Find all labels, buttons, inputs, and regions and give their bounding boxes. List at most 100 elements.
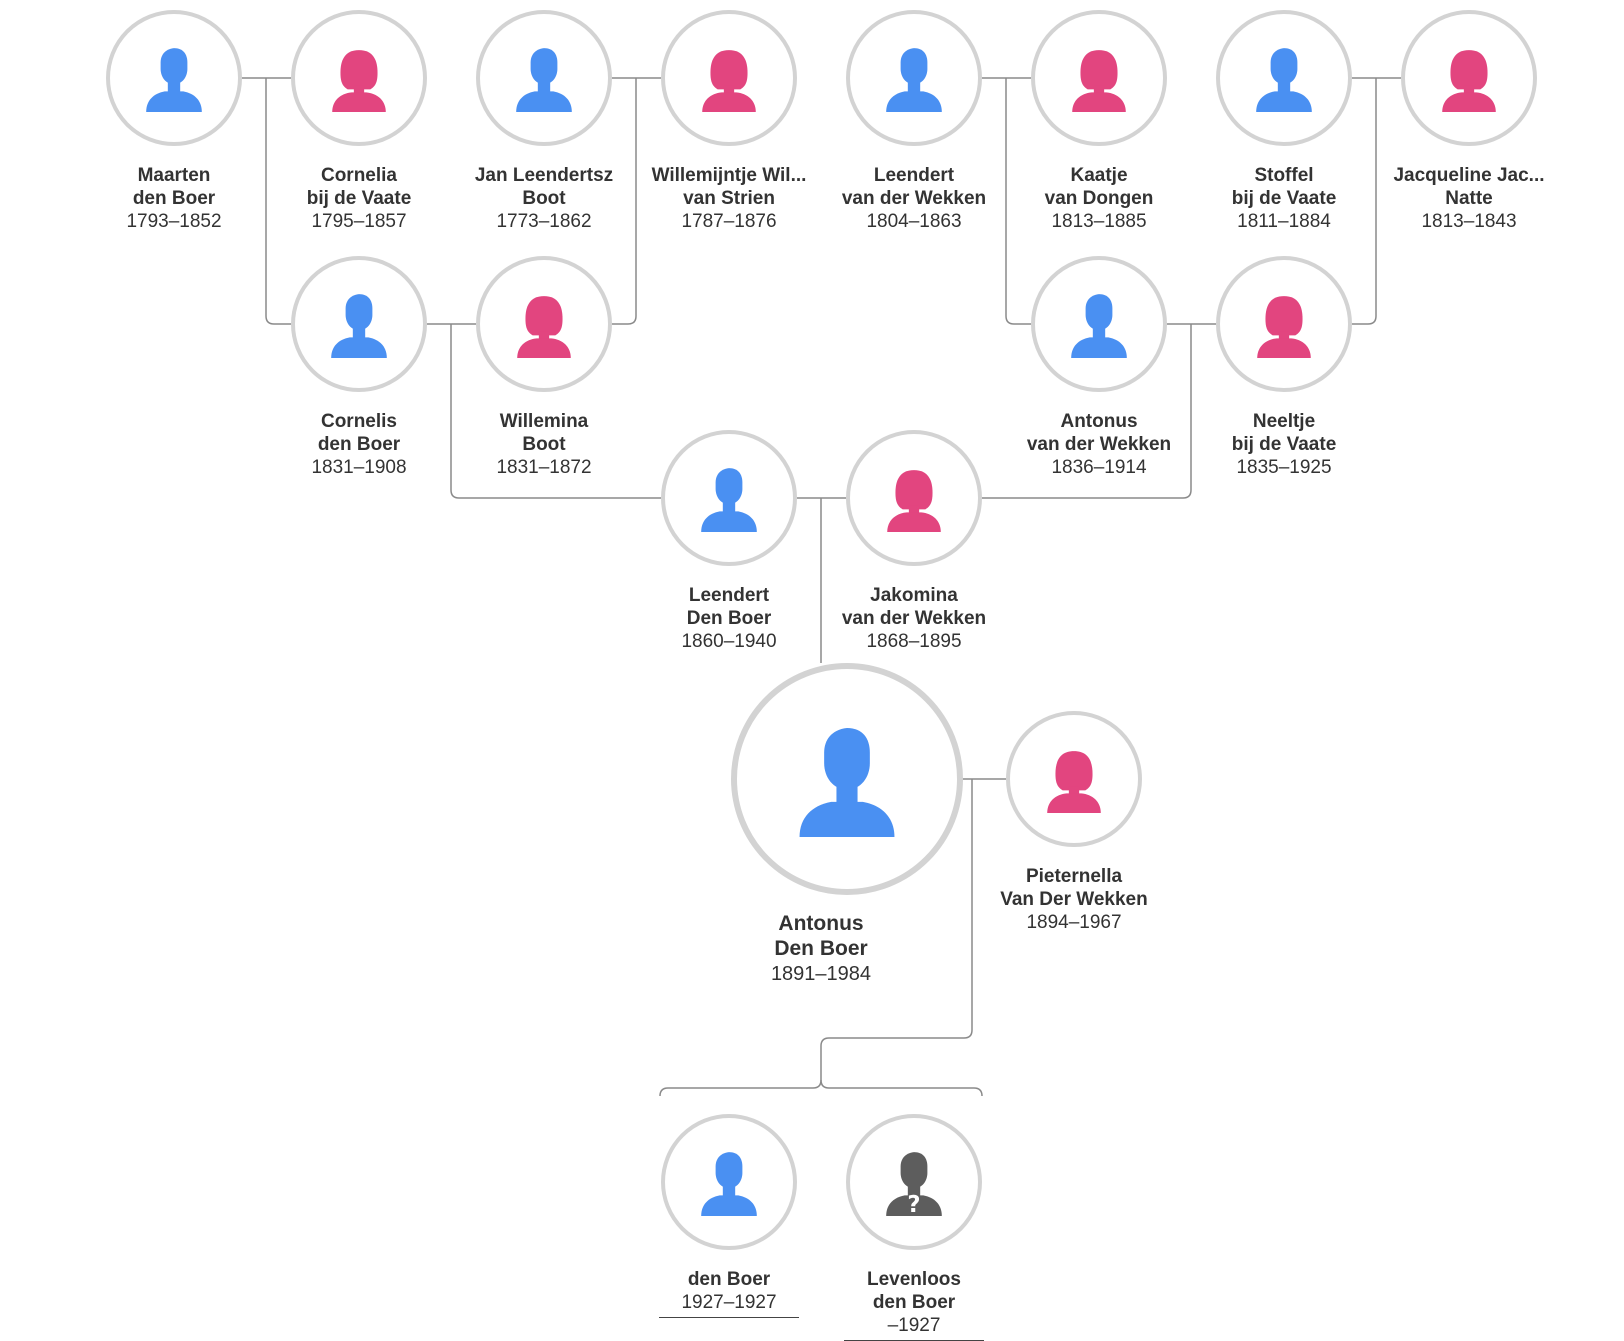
person-first-name: Antonus <box>1060 411 1138 432</box>
person-avatar[interactable] <box>661 10 797 146</box>
connector-line <box>450 324 661 499</box>
male-silhouette-icon <box>880 44 948 112</box>
child-underline <box>659 1317 799 1318</box>
person-first-name: Kaatje <box>1070 165 1128 186</box>
person-first-name: Pieternella <box>1025 866 1123 887</box>
person-surname: den Boer <box>132 188 216 209</box>
person-first-name: Neeltje <box>1252 411 1316 432</box>
person-first-name: Cornelis <box>320 411 398 432</box>
male-silhouette-icon <box>789 721 905 837</box>
connector-line <box>1005 78 1031 325</box>
person-dates: 1891–1984 <box>770 963 872 985</box>
person-avatar[interactable] <box>1031 10 1167 146</box>
person-avatar[interactable]: ? <box>846 1114 982 1250</box>
person-surname: van der Wekken <box>841 188 987 209</box>
person-surname: den Boer <box>872 1292 956 1313</box>
person-avatar[interactable] <box>1216 256 1352 392</box>
female-silhouette-icon <box>1065 44 1133 112</box>
person-surname: den Boer <box>687 1269 771 1290</box>
person-dates: 1795–1857 <box>311 211 407 232</box>
person-avatar[interactable] <box>1006 711 1142 847</box>
male-silhouette-icon <box>510 44 578 112</box>
person-avatar[interactable] <box>731 663 963 895</box>
person-avatar[interactable] <box>291 10 427 146</box>
person-avatar[interactable] <box>1401 10 1537 146</box>
female-silhouette-icon <box>1435 44 1503 112</box>
person-avatar[interactable] <box>846 430 982 566</box>
person-dates: 1836–1914 <box>1051 457 1147 478</box>
connector-line <box>1352 78 1377 325</box>
person-dates: 1811–1884 <box>1237 211 1331 232</box>
person-first-name: Jacqueline Jac... <box>1393 165 1545 186</box>
person-surname: van Strien <box>683 188 775 209</box>
person-surname: bij de Vaate <box>1231 188 1337 209</box>
person-dates: 1831–1872 <box>496 457 592 478</box>
person-surname: van Dongen <box>1044 188 1154 209</box>
person-avatar[interactable] <box>846 10 982 146</box>
person-first-name: Leendert <box>688 585 770 606</box>
person-first-name: Leendert <box>873 165 955 186</box>
person-first-name: Jan Leendertsz <box>474 165 614 186</box>
male-silhouette-icon <box>1250 44 1318 112</box>
person-dates: 1773–1862 <box>496 211 592 232</box>
unknown-person-icon: ? <box>880 1148 948 1216</box>
person-surname: bij de Vaate <box>306 188 412 209</box>
person-surname: van der Wekken <box>841 608 987 629</box>
person-avatar[interactable] <box>661 430 797 566</box>
person-surname: Den Boer <box>774 937 868 960</box>
connector-line <box>659 1079 822 1097</box>
person-first-name: Antonus <box>778 912 864 935</box>
person-avatar[interactable] <box>1031 256 1167 392</box>
person-first-name: Cornelia <box>320 165 398 186</box>
person-surname: Natte <box>1445 188 1493 209</box>
connector-line <box>820 779 973 1080</box>
person-avatar[interactable] <box>106 10 242 146</box>
person-surname: Boot <box>522 188 566 209</box>
person-avatar[interactable] <box>1216 10 1352 146</box>
connector-line <box>820 1079 983 1097</box>
connector-line <box>265 78 291 325</box>
male-silhouette-icon <box>695 1148 763 1216</box>
person-avatar[interactable] <box>661 1114 797 1250</box>
person-first-name: Jakomina <box>870 585 958 606</box>
female-silhouette-icon <box>1250 290 1318 358</box>
person-dates: 1793–1852 <box>126 211 222 232</box>
person-first-name: Maarten <box>137 165 211 186</box>
person-dates: –1927 <box>887 1315 941 1336</box>
person-surname: Boot <box>522 434 566 455</box>
female-silhouette-icon <box>510 290 578 358</box>
male-silhouette-icon <box>140 44 208 112</box>
person-dates: 1860–1940 <box>681 631 777 652</box>
person-dates: 1831–1908 <box>311 457 407 478</box>
person-surname: den Boer <box>317 434 401 455</box>
person-surname: Den Boer <box>686 608 772 629</box>
person-dates: 1787–1876 <box>681 211 777 232</box>
person-first-name: Willemijntje Wil... <box>651 165 807 186</box>
person-avatar[interactable] <box>476 10 612 146</box>
person-avatar[interactable] <box>291 256 427 392</box>
connector-line <box>982 324 1192 499</box>
female-silhouette-icon <box>1040 745 1108 813</box>
male-silhouette-icon <box>1065 290 1133 358</box>
person-avatar[interactable] <box>476 256 612 392</box>
